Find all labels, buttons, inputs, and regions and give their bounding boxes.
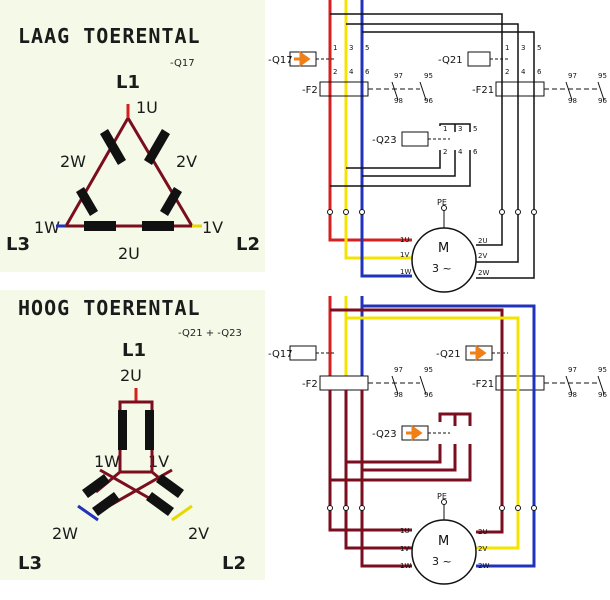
- motor-bottom-phase: 3 ~: [432, 555, 452, 568]
- coil-2W: [100, 129, 126, 165]
- f21-bottom-label: -F21: [472, 379, 494, 390]
- motor-top-2W: 2W: [478, 269, 489, 277]
- q23-t4: 4: [458, 148, 463, 156]
- high-2U-label: 2U: [120, 366, 142, 385]
- motor-top-1W: 1W: [400, 268, 411, 276]
- low-2V-label: 2V: [176, 152, 198, 171]
- f21-bottom-96: 96: [598, 391, 607, 399]
- motor-top-phase: 3 ~: [432, 262, 452, 275]
- low-1U-label: 1U: [136, 98, 158, 117]
- motor-top-1V: 1V: [400, 251, 409, 259]
- f21-top-98: 98: [568, 97, 577, 105]
- f2-bottom-95: 95: [424, 366, 433, 374]
- f2-bottom-96: 96: [424, 391, 433, 399]
- low-2W-label: 2W: [60, 152, 86, 171]
- coil-2V: [144, 129, 170, 165]
- q23-bottom-label: -Q23: [372, 429, 397, 440]
- motor-bottom-1W: 1W: [400, 562, 411, 570]
- q17-t4: 4: [349, 68, 354, 76]
- low-L3-label: L3: [6, 234, 30, 255]
- delta-connection: [56, 104, 202, 231]
- pe-bottom-label: PE: [437, 492, 447, 501]
- q23-t2: 2: [443, 148, 447, 156]
- q23-t6: 6: [473, 148, 478, 156]
- q17-bottom-label: -Q17: [268, 349, 293, 360]
- q21-t2: 2: [505, 68, 509, 76]
- f21-bottom-95: 95: [598, 366, 607, 374]
- motor-top-1U: 1U: [400, 236, 410, 244]
- f2-top-96: 96: [424, 97, 433, 105]
- q21-top-label: -Q21: [438, 55, 463, 66]
- f2-top-label: -F2: [302, 85, 318, 96]
- coil-2U-b: [142, 221, 174, 231]
- q17-t3: 3: [349, 44, 353, 52]
- q23-t3: 3: [458, 125, 462, 133]
- f2-bottom-97: 97: [394, 366, 403, 374]
- schematic-bottom: [289, 296, 605, 585]
- low-1V-label: 1V: [202, 218, 224, 237]
- f21-top-95: 95: [598, 72, 607, 80]
- q21-t6: 6: [537, 68, 542, 76]
- q17-t2: 2: [333, 68, 337, 76]
- q23-t1: 1: [443, 125, 447, 133]
- q17-top-label: -Q17: [268, 55, 293, 66]
- low-speed-title: LAAG TOERENTAL: [18, 24, 201, 48]
- motor-bottom: [411, 519, 477, 585]
- motor-bottom-1V: 1V: [400, 545, 409, 553]
- high-L1-label: L1: [122, 340, 146, 361]
- q21-t1: 1: [505, 44, 509, 52]
- f21-bottom-97: 97: [568, 366, 577, 374]
- f2-top-95: 95: [424, 72, 433, 80]
- q21-bottom-label: -Q21: [436, 349, 461, 360]
- f2-bottom-label: -F2: [302, 379, 318, 390]
- q21-t5: 5: [537, 44, 541, 52]
- f2-bottom-98: 98: [394, 391, 403, 399]
- low-L2-label: L2: [236, 234, 260, 255]
- motor-top-2V: 2V: [478, 252, 487, 260]
- schematic-top: [289, 0, 605, 293]
- high-speed-title: HOOG TOERENTAL: [18, 296, 201, 320]
- motor-top: [411, 227, 477, 293]
- q23-t5: 5: [473, 125, 477, 133]
- low-2U-label: 2U: [118, 244, 140, 263]
- q17-t6: 6: [365, 68, 370, 76]
- q21-t3: 3: [521, 44, 525, 52]
- f21-top-96: 96: [598, 97, 607, 105]
- high-speed-panel: [0, 290, 265, 580]
- f2-top-98: 98: [394, 97, 403, 105]
- q17-t1: 1: [333, 44, 337, 52]
- coil-2U-a: [84, 221, 116, 231]
- f21-bottom-98: 98: [568, 391, 577, 399]
- motor-bottom-1U: 1U: [400, 527, 410, 535]
- f21-top-97: 97: [568, 72, 577, 80]
- motor-bottom-2U: 2U: [478, 528, 488, 536]
- q17-t5: 5: [365, 44, 369, 52]
- high-2W-label: 2W: [52, 524, 78, 543]
- double-star-connection: [77, 388, 193, 522]
- motor-top-m: M: [438, 241, 449, 256]
- high-1W-label: 1W: [94, 452, 120, 471]
- low-speed-subtitle: -Q17: [170, 58, 195, 69]
- motor-top-2U: 2U: [478, 237, 488, 245]
- pe-top-label: PE: [437, 198, 447, 207]
- f2-top-97: 97: [394, 72, 403, 80]
- f21-top-label: -F21: [472, 85, 494, 96]
- motor-bottom-2V: 2V: [478, 545, 487, 553]
- low-L1-label: L1: [116, 72, 140, 93]
- q21-t4: 4: [521, 68, 526, 76]
- motor-bottom-m: M: [438, 534, 449, 549]
- low-1W-label: 1W: [34, 218, 60, 237]
- high-2V-label: 2V: [188, 524, 210, 543]
- high-L2-label: L2: [222, 553, 246, 574]
- high-speed-subtitle: -Q21 + -Q23: [178, 328, 242, 339]
- motor-bottom-2W: 2W: [478, 562, 489, 570]
- q23-top-label: -Q23: [372, 135, 397, 146]
- high-L3-label: L3: [18, 553, 42, 574]
